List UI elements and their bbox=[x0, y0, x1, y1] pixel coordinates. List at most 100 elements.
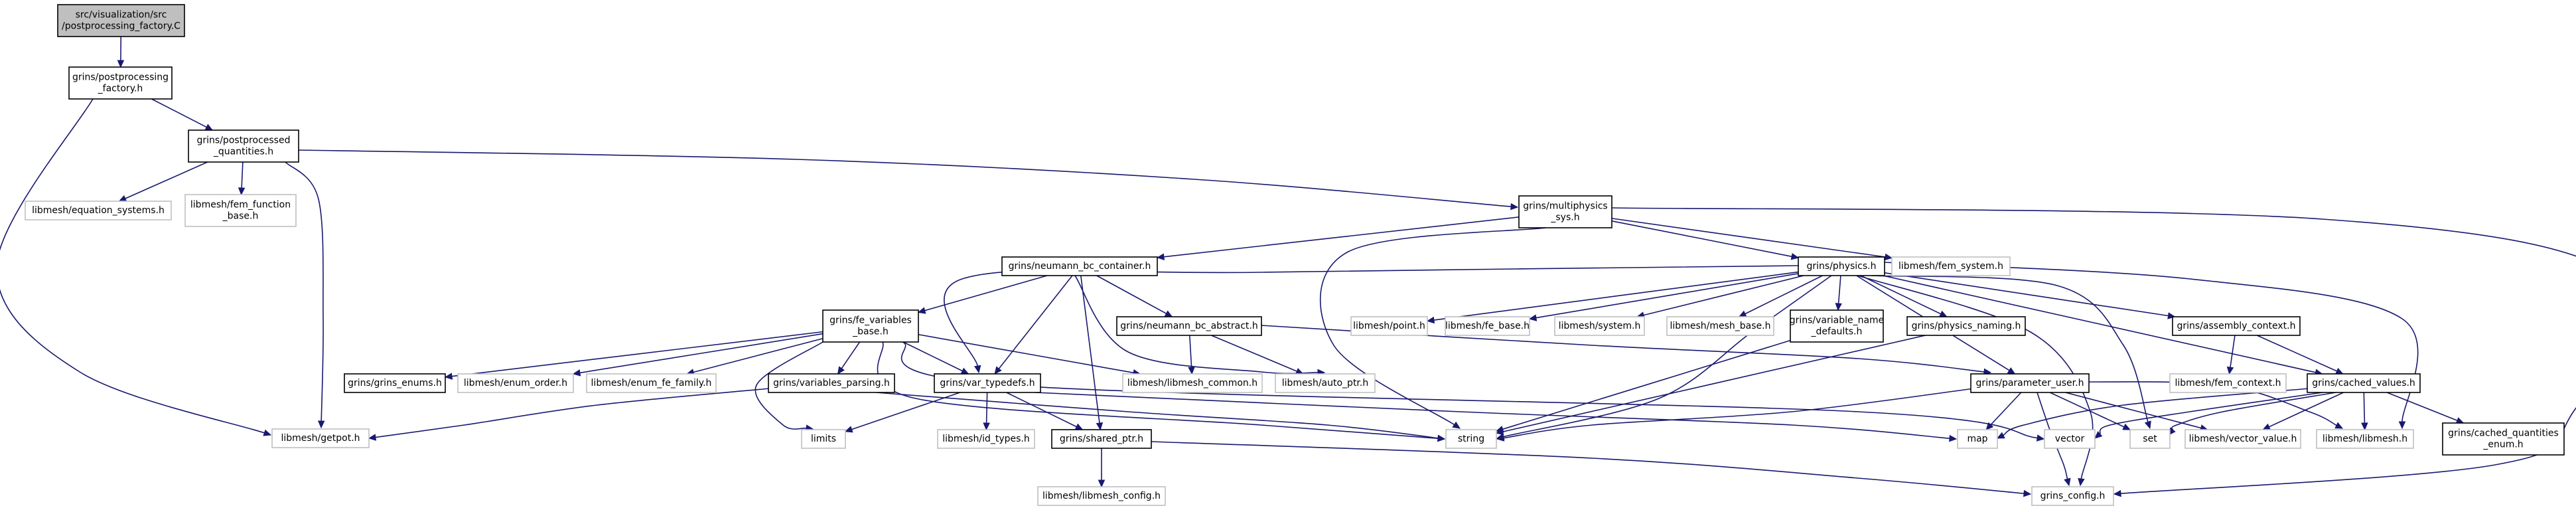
node-neumann-bc-abstract-h[interactable]: grins/neumann_bc_abstract.h bbox=[1116, 316, 1262, 336]
node-cached-values-h[interactable]: grins/cached_values.h bbox=[2307, 373, 2421, 393]
edge-line bbox=[1871, 275, 2149, 422]
edge-line bbox=[1151, 441, 2025, 494]
edge-neumann_bc_abstract_h-to-auto_ptr_h bbox=[1211, 335, 1304, 375]
edge-line bbox=[1860, 275, 1942, 315]
edge-line bbox=[924, 275, 1048, 311]
node-box bbox=[2172, 316, 2301, 336]
arrowhead-icon bbox=[2064, 477, 2071, 487]
node-physics-h[interactable]: grins/physics.h bbox=[1798, 256, 1885, 276]
node-postprocessing-factory-C[interactable]: src/visualization/src/postprocessing_fac… bbox=[57, 4, 185, 37]
edge-line bbox=[241, 161, 244, 189]
node-assembly-context-h[interactable]: grins/assembly_context.h bbox=[2172, 316, 2301, 336]
edge-line bbox=[2230, 335, 2236, 368]
node-parameter-user-h[interactable]: grins/parameter_user.h bbox=[1970, 373, 2090, 393]
edge-fe_variables_base_h-to-enum_fe_family_h bbox=[686, 337, 823, 376]
arrowhead-icon bbox=[2036, 434, 2045, 442]
node-multiphysics-sys-h[interactable]: grins/multiphysics_sys.h bbox=[1518, 195, 1612, 228]
edge-parameter_user_h-to-map bbox=[1985, 392, 2022, 430]
node-var-typedefs-h[interactable]: grins/var_typedefs.h bbox=[934, 373, 1041, 393]
edge-line bbox=[1745, 275, 1823, 315]
node-box bbox=[2031, 486, 2114, 506]
node-label: grins/neumann_bc_abstract.h bbox=[1120, 321, 1257, 331]
node-shared-ptr-h[interactable]: grins/shared_ptr.h bbox=[1051, 429, 1152, 449]
node-neumann-bc-container-h[interactable]: grins/neumann_bc_container.h bbox=[1001, 256, 1158, 276]
arrowhead-icon bbox=[2023, 489, 2032, 497]
edge-multiphysics_sys_h-to-physics_h bbox=[1611, 220, 1800, 260]
node-box bbox=[1666, 316, 1774, 336]
edge-fe_variables_base_h-to-variables_parsing_h bbox=[837, 341, 861, 375]
edge-line bbox=[1035, 392, 1950, 439]
node-variable-name-defaults-h[interactable]: grins/variable_name_defaults.h bbox=[1790, 309, 1885, 343]
node-variables-parsing-h[interactable]: grins/variables_parsing.h bbox=[768, 373, 895, 393]
node-label: libmesh/getpot.h bbox=[281, 433, 360, 444]
node-label: grins/multiphysics bbox=[1523, 201, 1607, 212]
edge-line bbox=[1611, 218, 1886, 258]
node-label: grins/variables_parsing.h bbox=[773, 378, 890, 388]
node-label: libmesh/fem_context.h bbox=[2175, 378, 2281, 388]
edge-cached_values_h-to-cached_quantities_enum_h bbox=[2386, 392, 2465, 424]
node-vector-value-h: libmesh/vector_value.h bbox=[2184, 429, 2301, 449]
node-postprocessing-factory-h[interactable]: grins/postprocessing_factory.h bbox=[68, 66, 173, 100]
node-physics-naming-h[interactable]: grins/physics_naming.h bbox=[1906, 316, 2026, 336]
node-grins-enums-h[interactable]: grins/grins_enums.h bbox=[344, 373, 446, 393]
node-fe-variables-base-h[interactable]: grins/fe_variables_base.h bbox=[822, 309, 919, 343]
arrowhead-icon bbox=[1188, 367, 1195, 375]
node-postprocessed-quantities-h[interactable]: grins/postprocessed_quantities.h bbox=[188, 129, 299, 163]
node-box bbox=[1001, 256, 1158, 276]
arrowhead-icon bbox=[994, 366, 1002, 375]
arrowhead-icon bbox=[2226, 366, 2234, 375]
edge-line bbox=[1211, 335, 1297, 372]
edge-neumann_bc_container_h-to-fe_variables_base_h bbox=[917, 275, 1048, 314]
arrowhead-icon bbox=[844, 426, 853, 433]
node-box bbox=[2316, 429, 2414, 449]
edge-line bbox=[944, 265, 1800, 367]
edge-physics_h-to-variable_name_defaults_h bbox=[1835, 275, 1842, 311]
edge-line bbox=[875, 392, 1439, 439]
edge-assembly_context_h-to-fem_context_h bbox=[2226, 335, 2236, 375]
arrowhead-icon bbox=[1295, 368, 1304, 375]
edge-line bbox=[451, 331, 823, 377]
edge-line bbox=[285, 161, 324, 422]
node-auto-ptr-h: libmesh/auto_ptr.h bbox=[1275, 373, 1376, 393]
node-fem-context-h: libmesh/fem_context.h bbox=[2169, 373, 2287, 393]
edge-line bbox=[918, 333, 1134, 374]
node-box bbox=[1275, 373, 1376, 393]
node-label: _quantities.h bbox=[213, 147, 273, 157]
node-system-h: libmesh/system.h bbox=[1554, 316, 1645, 336]
node-label: map bbox=[1967, 434, 1987, 444]
node-id-types-h: libmesh/id_types.h bbox=[937, 429, 1035, 449]
edge-postprocessing_factory_h-to-getpot_h bbox=[0, 98, 272, 436]
edge-postprocessed_quantities_h-to-getpot_h bbox=[285, 161, 325, 429]
edge-parameter_user_h-to-grins_config_h bbox=[2037, 392, 2071, 487]
arrowhead-icon bbox=[317, 420, 325, 429]
edge-line bbox=[1536, 273, 1799, 319]
edge-fe_variables_base_h-to-var_typedefs_h bbox=[902, 341, 969, 375]
arrowhead-icon bbox=[1738, 310, 1747, 317]
node-enum-fe-family-h: libmesh/enum_fe_family.h bbox=[586, 373, 717, 393]
node-label: libmesh/equation_systems.h bbox=[32, 205, 165, 216]
node-box bbox=[2169, 373, 2287, 393]
edge-shared_ptr_h-to-grins_config_h bbox=[1151, 441, 2032, 497]
node-label: _factory.h bbox=[98, 84, 143, 94]
node-box bbox=[1554, 316, 1645, 336]
node-cached-quantities-enum-h[interactable]: grins/cached_quantities_enum.h bbox=[2442, 422, 2565, 456]
node-box bbox=[1122, 373, 1263, 393]
arrowhead-icon bbox=[1510, 203, 1519, 211]
arrowhead-icon bbox=[2078, 477, 2085, 487]
edge-line bbox=[2049, 392, 2125, 428]
node-point-h: libmesh/point.h bbox=[1350, 316, 1428, 336]
node-box bbox=[2129, 429, 2171, 449]
edge-neumann_bc_abstract_h-to-libmesh_common_h bbox=[1188, 335, 1195, 375]
arrowhead-icon bbox=[917, 307, 926, 314]
node-box bbox=[1445, 429, 1497, 449]
node-box bbox=[184, 194, 297, 227]
edge-line bbox=[841, 341, 861, 369]
edge-line bbox=[1319, 227, 1547, 426]
edge-neumann_bc_container_h-to-var_typedefs_h bbox=[994, 275, 1073, 375]
edge-line bbox=[1096, 275, 1167, 314]
node-label: grins/shared_ptr.h bbox=[1060, 434, 1143, 444]
edge-var_typedefs_h-to-shared_ptr_h bbox=[1006, 392, 1084, 430]
node-label: string bbox=[1458, 434, 1484, 444]
node-libmesh-common-h: libmesh/libmesh_common.h bbox=[1122, 373, 1263, 393]
